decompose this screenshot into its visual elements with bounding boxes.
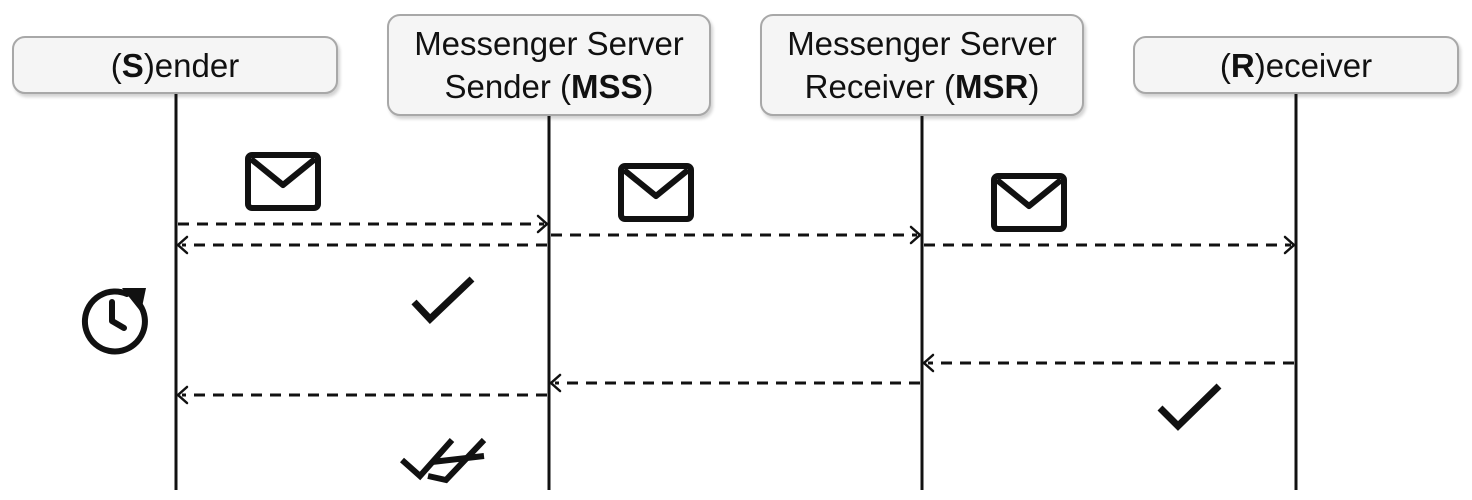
participant-msr-line1: Messenger Server: [787, 25, 1057, 62]
envelopes: [245, 152, 1067, 232]
participant-sender: (S)ender: [12, 36, 338, 94]
arrowhead-left: [922, 353, 935, 373]
participant-mss-line2: Sender (MSS): [444, 68, 654, 105]
participant-mss-line1: Messenger Server: [414, 25, 684, 62]
arrowheads: [176, 214, 1296, 405]
arrowhead-right: [1283, 235, 1296, 255]
double-check-icon: [400, 437, 487, 484]
arrowhead-left: [549, 373, 562, 393]
single-check-icon: [411, 276, 475, 324]
participant-mss: Messenger Server Sender (MSS): [387, 14, 711, 116]
message-arrows: [178, 222, 1294, 397]
envelope-icon: [991, 173, 1067, 232]
envelope-icon: [618, 163, 694, 222]
participant-msr-line2: Receiver (MSR): [804, 68, 1040, 105]
envelope-icon: [245, 152, 321, 211]
arrowhead-right: [536, 214, 549, 234]
lifelines: [174, 94, 1298, 490]
arrowhead-left: [176, 385, 189, 405]
participant-receiver: (R)eceiver: [1133, 36, 1459, 94]
participant-receiver-label: (R)eceiver: [1219, 46, 1373, 84]
single-check-icon: [1157, 383, 1222, 431]
participant-sender-label: (S)ender: [110, 46, 240, 84]
arrowhead-right: [909, 225, 922, 245]
check-marks: [411, 276, 1222, 431]
participant-msr: Messenger Server Receiver (MSR): [760, 14, 1084, 116]
arrowhead-left: [176, 235, 189, 255]
clock-refresh-icon: [81, 288, 148, 355]
